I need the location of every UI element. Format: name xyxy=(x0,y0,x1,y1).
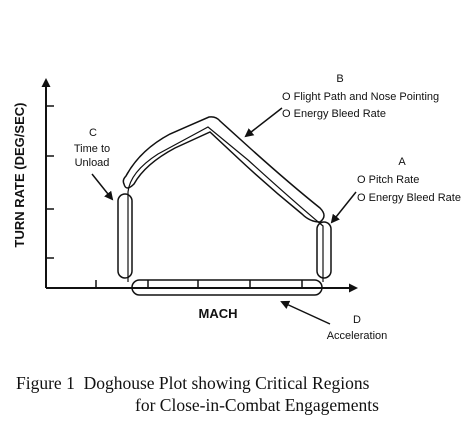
region-a-arrow xyxy=(330,191,357,224)
region-b-highlight xyxy=(122,116,325,223)
region-d-arrow xyxy=(280,300,331,325)
caption-line-1: Figure 1 Doghouse Plot showing Critical … xyxy=(16,373,370,393)
region-c-highlight xyxy=(117,193,133,279)
region-b-item-2: O Energy Bleed Rate xyxy=(282,108,386,120)
doghouse-envelope xyxy=(127,126,324,282)
region-d-letter: D xyxy=(353,314,361,326)
region-c-item-1: Time to xyxy=(74,143,110,155)
region-a-letter: A xyxy=(398,156,406,168)
y-axis-label: TURN RATE (DEG/SEC) xyxy=(12,103,27,248)
region-d-highlight xyxy=(131,279,323,296)
region-b-letter: B xyxy=(336,73,343,85)
region-a-highlight xyxy=(316,221,332,279)
region-b-item-1: O Flight Path and Nose Pointing xyxy=(282,91,439,103)
caption-line-2: for Close-in-Combat Engagements xyxy=(135,395,379,415)
x-axis-label: MACH xyxy=(199,306,238,321)
figure-caption: Figure 1 Doghouse Plot showing Critical … xyxy=(16,372,466,416)
y-axis-ticks xyxy=(46,105,54,259)
region-a-item-2: O Energy Bleed Rate xyxy=(357,192,461,204)
region-d-item-1: Acceleration xyxy=(327,330,388,342)
region-c-item-2: Unload xyxy=(75,157,110,169)
region-a-item-1: O Pitch Rate xyxy=(357,174,419,186)
region-c-letter: C xyxy=(89,127,97,139)
region-b-arrow xyxy=(244,107,283,138)
region-c-arrow xyxy=(91,173,114,201)
x-axis-ticks xyxy=(95,280,303,288)
